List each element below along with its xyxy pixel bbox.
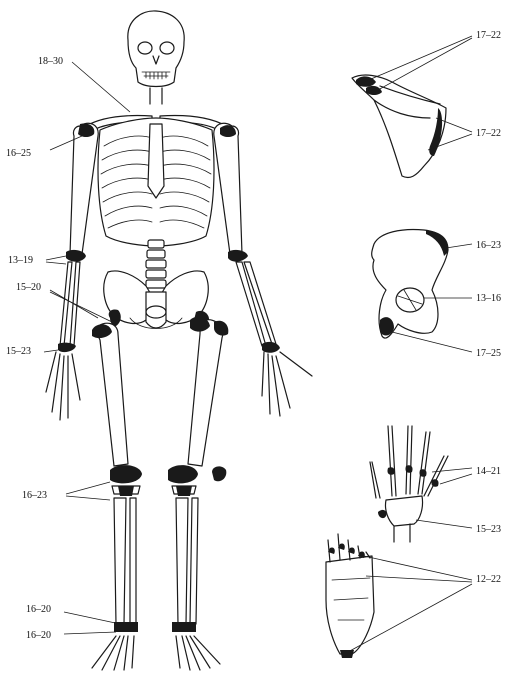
label-hip: 15–20 [16,282,41,293]
full-skeleton [46,11,312,670]
label-clavicle: 18–30 [38,56,63,67]
label-hand-wrist: 15–23 [476,524,501,535]
label-knee: 16–23 [22,490,47,501]
right-arm [214,123,312,416]
label-humerus-head: 16–25 [6,148,31,159]
skull [128,11,184,87]
label-wrist: 15–23 [6,346,31,357]
label-foot: 12–22 [476,574,501,585]
foot-inset [326,534,374,658]
left-arm [46,123,98,420]
label-pelvis-ischium: 17–25 [476,348,501,359]
label-ankle-upper: 16–20 [26,604,51,615]
label-hand-phalanges: 14–21 [476,466,501,477]
hand-inset [370,426,448,542]
label-pelvis-crest: 16–23 [476,240,501,251]
label-elbow: 13–19 [8,255,33,266]
scapula-inset [352,75,446,178]
label-pelvis-acetabulum: 13–16 [476,293,501,304]
spine [146,240,166,288]
right-leg [168,317,228,670]
label-scapula-border: 17–22 [476,128,501,139]
hip-bone-inset [372,230,449,339]
label-scapula-acromion: 17–22 [476,30,501,41]
rib-cage [98,118,214,246]
left-leg [92,323,142,670]
label-ankle-lower: 16–20 [26,630,51,641]
